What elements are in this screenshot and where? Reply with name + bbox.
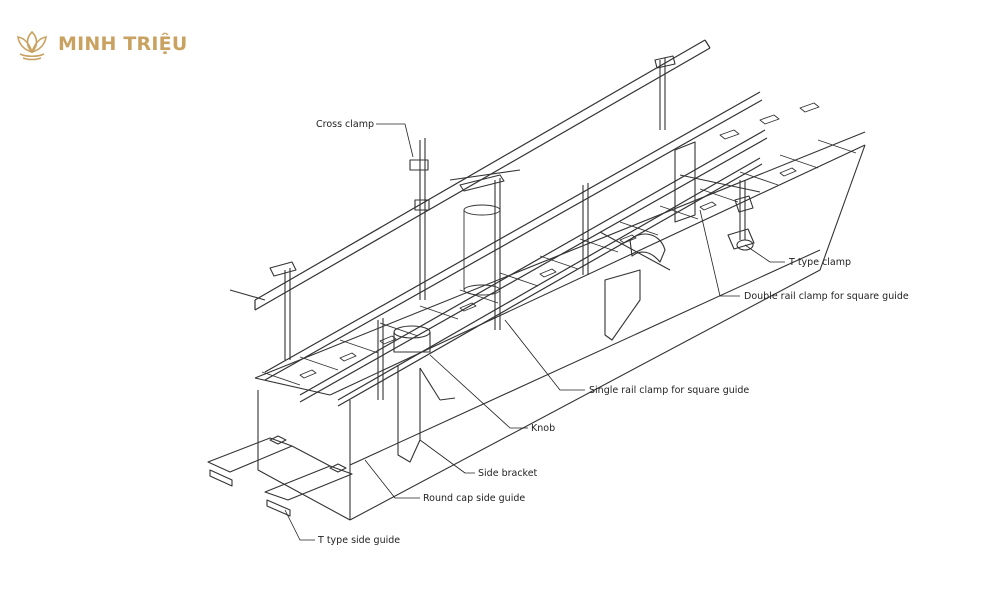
cylinder — [463, 204, 501, 296]
brand-logo: MINH TRIỆU — [12, 24, 187, 64]
cross-clamp-parts — [229, 55, 676, 301]
leader-lines — [284, 123, 785, 541]
label-side-bracket: Side bracket — [478, 468, 538, 479]
brand-name: MINH TRIỆU — [58, 33, 188, 55]
side-bracket — [599, 231, 671, 341]
label-t-type-clamp: T type clamp — [788, 257, 851, 268]
chain-end-plates — [207, 435, 353, 517]
round-cap-side-guide — [393, 325, 456, 463]
conveyor-frame — [254, 131, 866, 521]
vertical-posts — [284, 58, 746, 400]
label-knob: Knob — [531, 423, 555, 434]
label-single-rail-clamp: Single rail clamp for square guide — [589, 385, 749, 396]
double-rail-clamp — [674, 141, 761, 251]
label-round-cap-side-guide: Round cap side guide — [423, 493, 525, 504]
label-t-type-side-guide: T type side guide — [317, 535, 400, 546]
label-cross-clamp: Cross clamp — [316, 119, 374, 130]
conveyor-chain — [261, 102, 857, 386]
middle-guide-rails — [264, 91, 768, 407]
lotus-icon — [17, 30, 47, 61]
label-double-rail-clamp: Double rail clamp for square guide — [744, 291, 909, 302]
